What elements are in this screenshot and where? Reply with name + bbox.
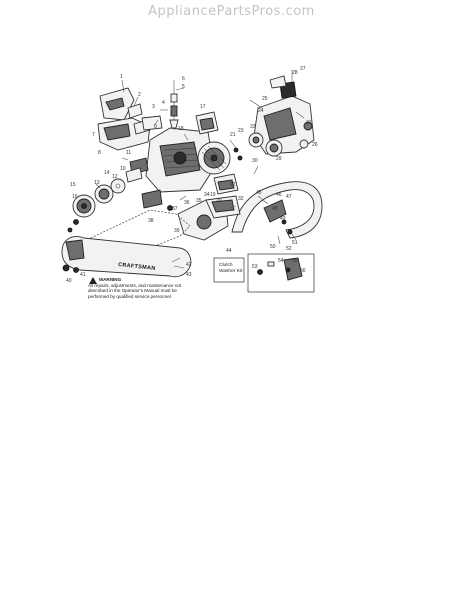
- callout-23: 23: [238, 128, 244, 134]
- callout-56: 56: [300, 268, 306, 274]
- engine-housing: [145, 127, 215, 193]
- starter-pulley: [265, 139, 283, 157]
- warning-heading: WARNING: [99, 277, 122, 282]
- air-filter-cover: [99, 79, 135, 121]
- ignition-module: [195, 111, 219, 135]
- saw-chain: [77, 209, 191, 267]
- fuel-cap: [299, 121, 313, 149]
- callout-41: 41: [80, 272, 86, 278]
- callout-22: 22: [230, 182, 236, 188]
- muffler: [213, 173, 239, 195]
- callout-12: 12: [112, 174, 118, 180]
- callout-43: 43: [186, 272, 192, 278]
- callout-2: 2: [138, 92, 141, 98]
- callout-47: 47: [286, 194, 292, 200]
- kit-box: [213, 257, 245, 283]
- clutch-drum: [72, 194, 96, 218]
- callout-49: 49: [280, 216, 286, 222]
- callout-15: 15: [70, 182, 76, 188]
- callout-33: 33: [250, 124, 256, 130]
- clutch-bolts: [67, 219, 79, 233]
- callout-37: 37: [172, 206, 178, 212]
- callout-8: 8: [98, 150, 101, 156]
- warning-note: WARNING All repairs, adjustments, and ma…: [88, 277, 184, 299]
- callout-30: 30: [252, 158, 258, 164]
- callout-46: 46: [276, 192, 282, 198]
- callout-20: 20: [216, 198, 222, 204]
- callout-17: 17: [200, 104, 206, 110]
- callout-18: 18: [178, 126, 184, 132]
- callout-26: 26: [312, 142, 318, 148]
- callout-14: 14: [104, 170, 110, 176]
- watermark: AppliancePartsPros.com: [148, 4, 315, 19]
- leader-lines: [95, 99, 305, 269]
- callout-7: 7: [92, 132, 95, 138]
- callout-13: 13: [94, 180, 100, 186]
- flywheel: [197, 141, 231, 175]
- callout-5: 5: [182, 84, 185, 90]
- callout-45: 45: [256, 190, 262, 196]
- chain-brake-lever: [263, 199, 293, 235]
- callout-39: 39: [174, 228, 180, 234]
- callout-29: 29: [276, 156, 282, 162]
- callout-38: 38: [148, 218, 154, 224]
- tensioner-kit: [247, 253, 315, 293]
- kit-label: Clutch Washer Kit: [219, 263, 243, 274]
- callout-40: 40: [66, 278, 72, 284]
- callout-3: 3: [152, 104, 155, 110]
- gasket: [141, 115, 163, 131]
- muffler-screws: [233, 147, 243, 161]
- callout-34: 34: [204, 192, 210, 198]
- callout-48: 48: [272, 206, 278, 212]
- callout-27: 27: [300, 66, 306, 72]
- spark-plug-stack: [169, 80, 185, 130]
- warning-text: All repairs, adjustments, and maintenanc…: [88, 282, 182, 299]
- callout-32: 32: [238, 196, 244, 202]
- top-cover: [97, 117, 151, 151]
- callout-52: 52: [286, 246, 292, 252]
- callout-11: 11: [126, 150, 131, 156]
- callout-6: 6: [182, 76, 185, 82]
- callout-24: 24: [258, 108, 264, 114]
- callout-36: 36: [184, 200, 190, 206]
- callout-4: 4: [162, 100, 165, 106]
- oil-pump: [125, 157, 149, 183]
- callout-31: 31: [306, 120, 312, 126]
- clutch-washer: [110, 178, 126, 194]
- callout-9: 9: [154, 124, 157, 130]
- callout-25: 25: [262, 96, 268, 102]
- guide-bar: CRAFTSMAN: [61, 236, 192, 278]
- callout-10: 10: [120, 166, 126, 172]
- air-filter: [127, 96, 143, 119]
- callout-1: 1: [120, 74, 123, 80]
- callout-28: 28: [292, 70, 298, 76]
- callout-53: 53: [252, 264, 258, 270]
- bar-brand: CRAFTSMAN: [118, 262, 156, 272]
- callout-51: 51: [292, 240, 298, 246]
- callout-55: 55: [292, 258, 298, 264]
- rear-handle-assembly: [253, 70, 315, 155]
- front-handle: [231, 181, 323, 239]
- callout-50: 50: [270, 244, 276, 250]
- callout-16: 16: [72, 194, 78, 200]
- callout-labels: 1 2 3 4 5 6 7 8 9 10 11 12 13 14 15 16 1…: [66, 66, 318, 284]
- warning-icon: [89, 277, 97, 284]
- callout-44: 44: [226, 248, 232, 254]
- callout-42: 42: [186, 262, 192, 268]
- callout-21: 21: [230, 132, 236, 138]
- callout-19: 19: [210, 192, 216, 198]
- callout-54: 54: [278, 258, 284, 264]
- sprocket: [94, 184, 114, 204]
- bar-mount-bracket: [141, 189, 173, 211]
- bar-nose-sprocket: [62, 239, 85, 273]
- recoil-spring: [248, 132, 264, 148]
- chain-brake-band: [205, 195, 241, 219]
- callout-35: 35: [196, 198, 202, 204]
